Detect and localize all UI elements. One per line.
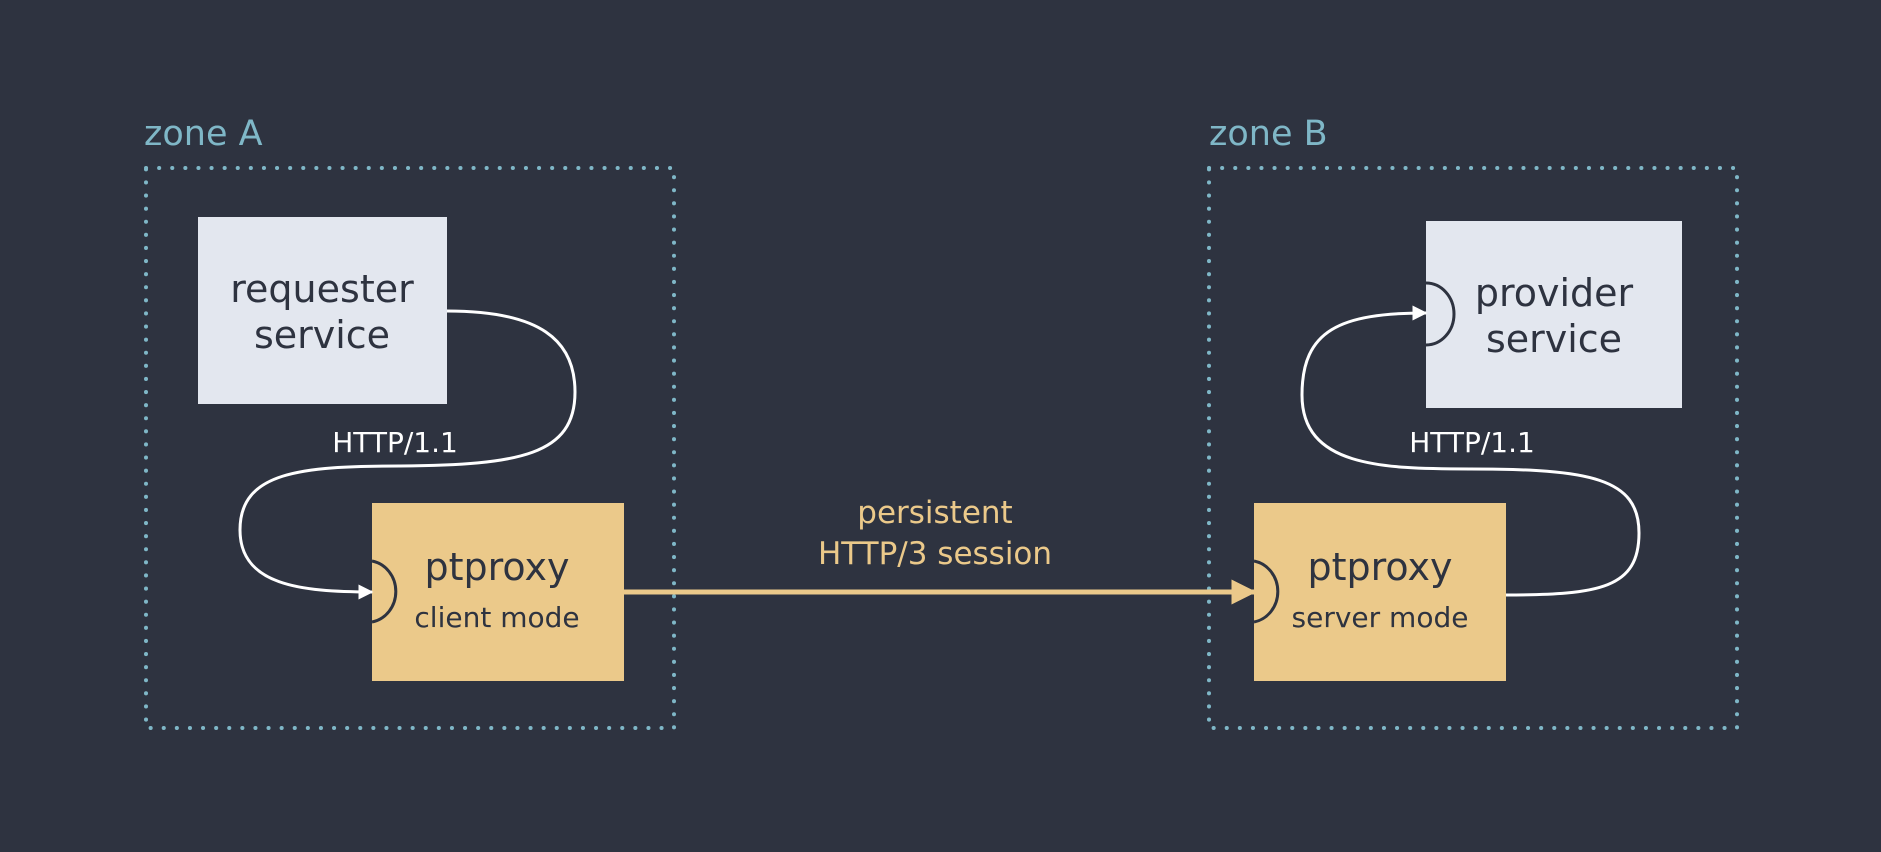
- requester-service-node: requester service: [198, 217, 447, 404]
- ptproxy-client-box: [372, 503, 624, 681]
- requester-service-label-line2: service: [254, 313, 390, 357]
- ptproxy-client-mode: client mode: [414, 601, 579, 634]
- left-http-label: HTTP/1.1: [332, 426, 458, 459]
- right-http-label: HTTP/1.1: [1409, 426, 1535, 459]
- requester-service-label-line1: requester: [230, 267, 414, 311]
- ptproxy-client-node: ptproxy client mode: [371, 503, 624, 681]
- zone-b-label: zone B: [1209, 114, 1328, 154]
- ptproxy-client-port-icon: [371, 559, 398, 624]
- ptproxy-server-box: [1254, 503, 1506, 681]
- requester-service-box: [198, 217, 447, 404]
- zone-b-border: [1207, 166, 1739, 730]
- http3-session-label-line2: HTTP/3 session: [818, 536, 1052, 572]
- provider-service-port-icon: [1425, 281, 1456, 347]
- provider-service-label-line1: provider: [1475, 271, 1634, 315]
- zone-b: zone B: [1207, 114, 1739, 730]
- provider-service-node: provider service: [1426, 221, 1682, 408]
- provider-service-box: [1426, 221, 1682, 408]
- right-http-edge-path: [1300, 305, 1641, 597]
- http3-session-label-line1: persistent: [857, 495, 1012, 531]
- left-http-edge: [238, 309, 577, 600]
- ptproxy-client-title: ptproxy: [425, 545, 570, 589]
- ptproxy-server-port-icon: [1253, 559, 1280, 624]
- zone-a: zone A: [144, 114, 676, 730]
- ptproxy-server-title: ptproxy: [1308, 545, 1453, 589]
- ptproxy-server-mode: server mode: [1292, 601, 1469, 634]
- provider-service-label-line2: service: [1486, 317, 1622, 361]
- zone-a-label: zone A: [144, 114, 263, 154]
- ptproxy-server-node: ptproxy server mode: [1253, 503, 1506, 681]
- zone-a-border: [144, 166, 676, 730]
